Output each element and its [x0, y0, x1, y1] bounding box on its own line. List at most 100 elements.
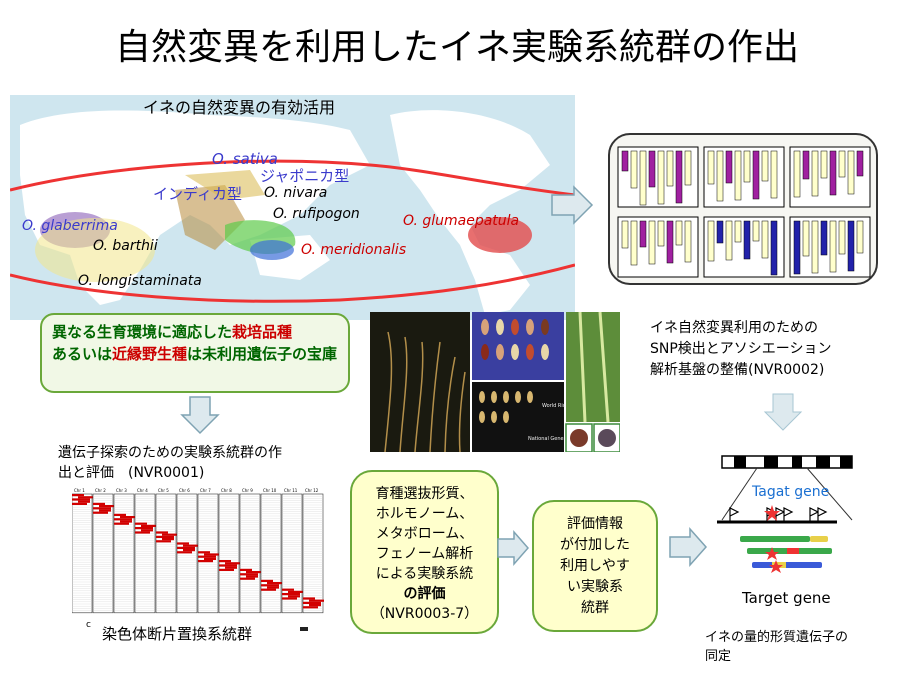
substitution-segment: [135, 531, 150, 534]
qtl-caption-1: イネの量的形質遺伝子の: [705, 630, 849, 645]
snp-bar: [802, 220, 810, 257]
substitution-segment: [99, 509, 111, 512]
world-map: [10, 95, 575, 320]
resource-box: 異なる生育環境に適応した栽培品種 あるいは近縁野生種は未利用遺伝子の宝庫: [40, 313, 350, 393]
snp-panel: [608, 133, 878, 285]
substitution-segment: [219, 560, 231, 563]
label-o-barthii: O. barthii: [93, 238, 158, 254]
zoom-lines: [721, 467, 853, 521]
chr-label: Chr 8: [221, 488, 232, 493]
chr-label: Chr 4: [137, 488, 148, 493]
snp-bar: [639, 220, 647, 248]
eval-line1: 育種選抜形質、: [375, 486, 474, 502]
label-o-glumaepatula: O. glumaepatula: [403, 213, 520, 229]
snp-bar: [743, 150, 751, 183]
substitution-segment: [78, 500, 90, 503]
substitution-segment: [114, 513, 126, 516]
substitution-segment: [267, 586, 279, 589]
eval-line2: ホルモノーム、: [375, 506, 474, 522]
map-north-boundary: [10, 159, 575, 197]
qtl-target-label: Target gene: [741, 589, 831, 607]
snp-bar: [716, 220, 724, 244]
photo-collage: World Rice Core Collection National Gene…: [370, 312, 620, 452]
lines-caption: 遺伝子探索のための実験系統群の作 出と評価 (NVR0001): [58, 443, 282, 483]
substitution-segment: [225, 566, 237, 569]
snp-bar: [847, 150, 855, 195]
substitution-segment: [183, 544, 198, 547]
substitution-segment: [177, 551, 192, 554]
substitution-segment: [303, 601, 321, 604]
snp-bar: [793, 150, 801, 198]
resource-part4: 近縁野生種: [112, 345, 188, 363]
substitution-segment: [198, 551, 210, 554]
snp-bar: [847, 220, 855, 272]
substitution-segment: [303, 597, 315, 600]
resource-part5: は未利用遺伝子の宝庫: [187, 345, 338, 363]
substitution-segment: [93, 507, 111, 510]
snp-bar: [761, 220, 769, 259]
info-line3: 利用しやす: [560, 558, 630, 574]
lines-caption-2: 出と評価 (NVR0001): [58, 465, 205, 481]
substitution-segment: [99, 505, 114, 508]
chr-label: Chr 7: [200, 488, 211, 493]
barthii-region: [35, 218, 155, 282]
info-line4: い実験系: [567, 579, 623, 595]
substitution-segment: [72, 498, 90, 501]
substitution-segment: [135, 522, 147, 525]
lines-caption-1: 遺伝子探索のための実験系統群の作: [58, 445, 282, 461]
substitution-segment: [162, 533, 177, 536]
chr-label: Chr 9: [242, 488, 253, 493]
snp-bar: [630, 150, 638, 189]
info-box: 評価情報 が付加した 利用しやす い実験系 統群: [532, 500, 658, 632]
snp-bar: [811, 150, 819, 197]
snp-bar: [829, 150, 837, 196]
snp-caption: イネ自然変異利用のための SNP検出とアソシエーション 解析基盤の整備(NVR0…: [650, 318, 832, 381]
slide-title: 自然変異を利用したイネ実験系統群の作出: [114, 27, 799, 68]
substitution-segment: [282, 593, 300, 596]
substitution-segment: [204, 557, 216, 560]
substitution-segment: [177, 542, 189, 545]
chr-label: Chr 3: [116, 488, 127, 493]
snp-bar: [630, 220, 638, 266]
snp-bar: [838, 220, 846, 255]
sativa-region: [185, 170, 265, 200]
substitution-segment: [288, 595, 300, 598]
snp-bar: [856, 220, 864, 254]
map-south-boundary: [10, 263, 575, 303]
snp-bar: [743, 220, 751, 260]
substitution-segment: [198, 555, 216, 558]
substitution-segment: [303, 606, 318, 609]
snp-line1: イネ自然変異利用のための: [650, 320, 818, 336]
substitution-segment: [156, 531, 168, 534]
substitution-segment: [156, 540, 171, 543]
target-star-1: [764, 505, 780, 521]
substitution-segment: [141, 529, 153, 532]
chr-label: Chr 6: [179, 488, 190, 493]
snp-bar: [725, 150, 733, 184]
gene-bank-caption: National Gene Bank, NIAS: [528, 436, 593, 442]
qtl-caption-2: 同定: [705, 649, 732, 664]
substitution-segment: [225, 562, 240, 565]
snp-bar: [621, 150, 629, 172]
snp-bar: [666, 150, 674, 187]
substitution-segment: [162, 538, 174, 541]
eval-line4: フェノーム解析: [375, 546, 474, 562]
info-text: 評価情報 が付加した 利用しやす い実験系 統群: [534, 502, 656, 619]
snp-bar: [761, 150, 769, 182]
meridionalis-region: [250, 240, 294, 260]
substitution-segment: [183, 549, 195, 552]
label-indica: インディカ型: [153, 185, 242, 203]
substitution-segment: [114, 518, 132, 521]
label-o-longistaminata: O. longistaminata: [78, 273, 202, 289]
substitution-segment: [288, 590, 303, 593]
substitution-segment: [219, 568, 234, 571]
snp-bar: [811, 220, 819, 274]
chr-label: Chr 5: [158, 488, 169, 493]
snp-bar: [657, 220, 665, 247]
snp-bar: [734, 220, 742, 243]
qtl-tagat-label: Tagat gene: [751, 484, 829, 500]
arrow-down-2: [763, 393, 803, 431]
snp-bar: [675, 220, 683, 246]
substitution-segment: [246, 571, 261, 574]
